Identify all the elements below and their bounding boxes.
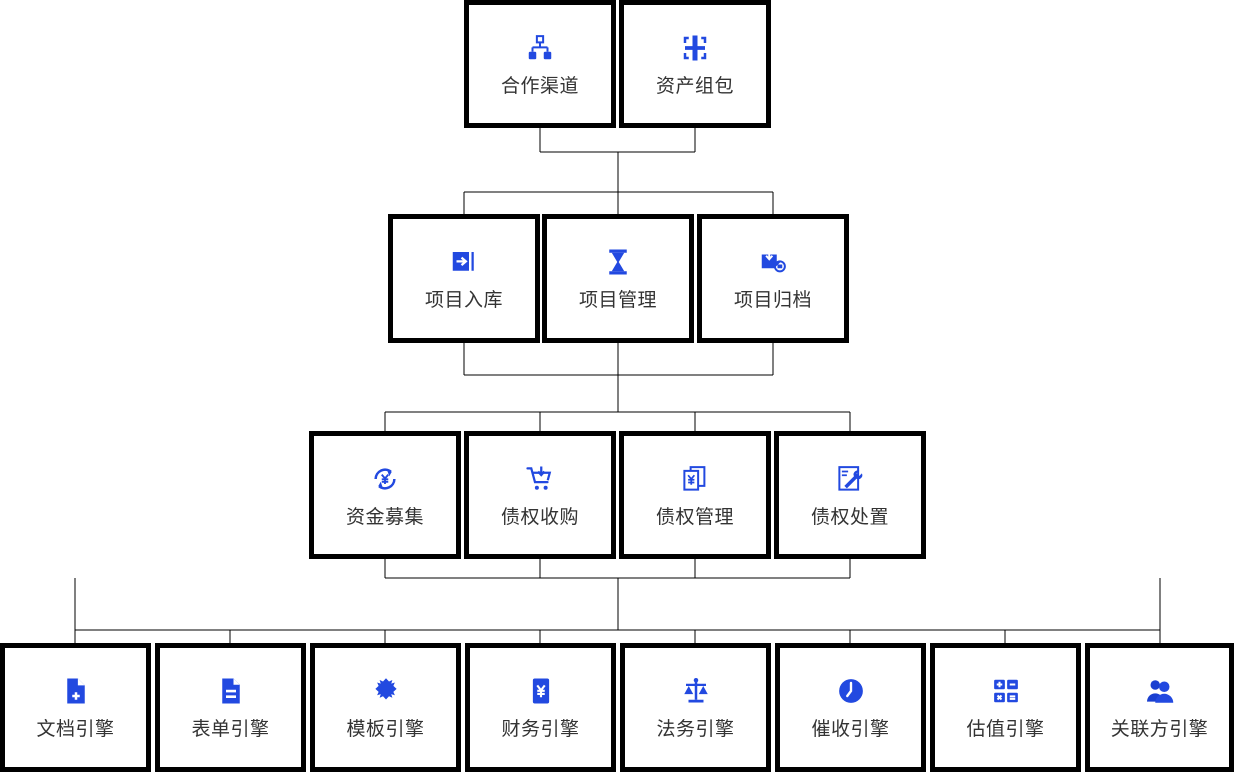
node-label: 债权处置: [810, 506, 889, 528]
node-label: 项目入库: [424, 290, 503, 311]
node-label: 估值引擎: [966, 719, 1045, 740]
node-label: 表单引擎: [191, 719, 270, 740]
org-chart-icon: [525, 33, 555, 63]
node-label: 项目归档: [733, 290, 812, 311]
node-label: 项目管理: [578, 290, 657, 311]
node-cuishou-yinqing[interactable]: 催收引擎: [775, 643, 926, 772]
form-icon: [216, 676, 246, 706]
node-label: 债权收购: [500, 506, 579, 528]
hourglass-icon: [603, 247, 633, 277]
node-label: 文档引擎: [36, 719, 115, 740]
node-guzhi-yinqing[interactable]: 估值引擎: [930, 643, 1081, 772]
yen-documents-icon: [680, 464, 710, 494]
archive-download-icon: [758, 247, 788, 277]
node-label: 资产组包: [655, 75, 734, 97]
node-label: 催收引擎: [811, 719, 890, 740]
node-biaodan-yinqing[interactable]: 表单引擎: [155, 643, 306, 772]
users-icon: [1145, 676, 1175, 706]
node-caiwu-yinqing[interactable]: 财务引擎: [465, 643, 616, 772]
node-guanlianfang-yinqing[interactable]: 关联方引擎: [1085, 643, 1234, 772]
document-plus-icon: [61, 676, 91, 706]
calculator-icon: [991, 676, 1021, 706]
package-split-icon: [680, 33, 710, 63]
node-fawu-yinqing[interactable]: 法务引擎: [620, 643, 771, 772]
node-label: 模板引擎: [346, 719, 425, 740]
node-label: 财务引擎: [501, 719, 580, 740]
scales-icon: [681, 676, 711, 706]
cart-download-icon: [525, 464, 555, 494]
node-muban-yinqing[interactable]: 模板引擎: [310, 643, 461, 772]
node-zhaiquan-chuzhi[interactable]: 债权处置: [774, 431, 926, 559]
node-zijin-muji[interactable]: 资金募集: [309, 431, 461, 559]
node-xiangmu-guidang[interactable]: 项目归档: [697, 214, 849, 343]
yen-note-icon: [526, 676, 556, 706]
node-zhaiquan-shougou[interactable]: 债权收购: [464, 431, 616, 559]
node-label: 关联方引擎: [1110, 719, 1209, 740]
node-xiangmu-ruku[interactable]: 项目入库: [388, 214, 540, 343]
node-xiangmu-guanli[interactable]: 项目管理: [542, 214, 694, 343]
puzzle-icon: [371, 676, 401, 706]
node-zichan-zubao[interactable]: 资产组包: [619, 0, 771, 128]
node-zhaiquan-guanli[interactable]: 债权管理: [619, 431, 771, 559]
node-label: 债权管理: [655, 506, 734, 528]
node-label: 合作渠道: [500, 75, 579, 97]
clock-icon: [836, 676, 866, 706]
node-label: 资金募集: [345, 506, 424, 528]
node-wendang-yinqing[interactable]: 文档引擎: [0, 643, 151, 772]
currency-refresh-icon: [370, 464, 400, 494]
node-label: 法务引擎: [656, 719, 735, 740]
node-hezuo-qudao[interactable]: 合作渠道: [464, 0, 616, 128]
wrench-doc-icon: [835, 464, 865, 494]
import-arrow-icon: [449, 247, 479, 277]
